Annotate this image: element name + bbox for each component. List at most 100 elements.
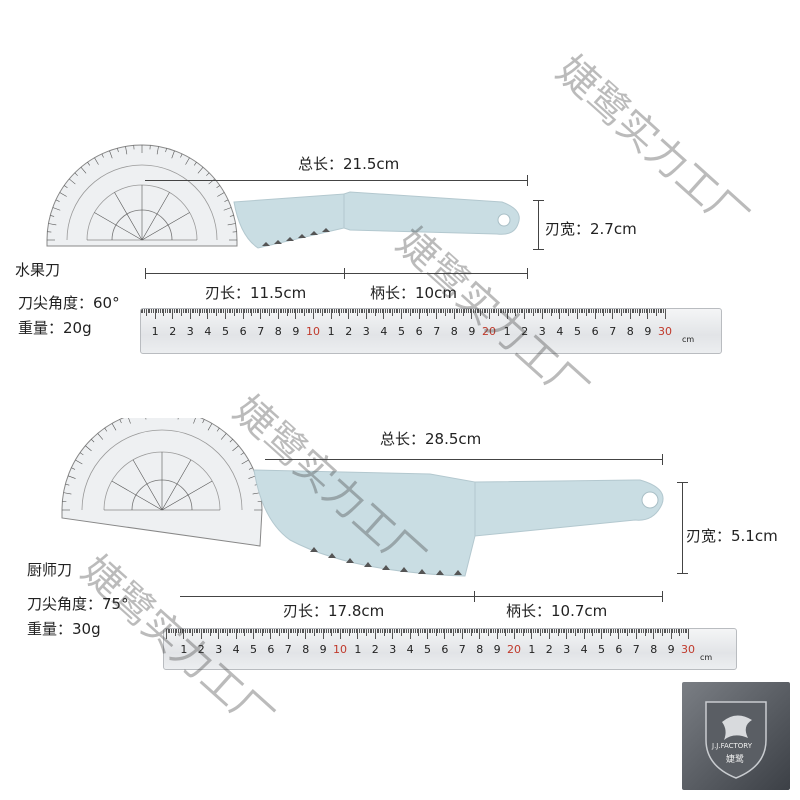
ruler-tick: [151, 309, 153, 313]
protractor-tick: [79, 452, 84, 456]
ruler-tick: [575, 309, 577, 313]
ruler-tick: [440, 629, 442, 633]
ruler-tick: [288, 309, 290, 313]
ruler-tick: [635, 629, 637, 639]
ruler-tick: [469, 309, 471, 313]
protractor-ray: [132, 459, 163, 511]
protractor-tick: [216, 427, 220, 432]
ruler-tick: [297, 309, 299, 313]
ruler-tick: [336, 629, 338, 633]
ruler-label: 7: [632, 643, 640, 656]
ruler-tick: [272, 309, 274, 313]
ruler-tick: [166, 309, 168, 313]
ruler-tick: [568, 309, 570, 316]
ruler-tick: [569, 309, 571, 313]
ruler-tick: [294, 629, 296, 633]
ruler-tick: [414, 629, 416, 633]
ruler-tick: [235, 309, 237, 313]
ruler-label: 5: [222, 325, 229, 338]
ruler-tick: [228, 309, 230, 313]
shield-logo-icon: [705, 701, 767, 779]
ruler-tick: [258, 309, 260, 313]
ruler-label: 6: [591, 325, 599, 338]
ruler-label: 7: [257, 325, 265, 338]
ruler-tick: [533, 629, 535, 633]
ruler-tick: [492, 309, 494, 313]
ruler-tick: [447, 629, 449, 633]
ruler-tick: [623, 629, 625, 633]
ruler-tick: [435, 629, 437, 636]
ruler-tick: [156, 309, 158, 313]
ruler-tick: [513, 309, 515, 313]
protractor-tick: [145, 418, 147, 420]
ruler-tick: [385, 309, 387, 313]
ruler-tick: [293, 629, 295, 633]
ruler-tick: [567, 629, 569, 633]
ruler-tick: [275, 629, 277, 633]
protractor-tick: [229, 439, 233, 443]
ruler-tick: [159, 309, 161, 313]
ruler-tick: [540, 309, 542, 313]
protractor-tick: [206, 172, 210, 176]
ruler-tick: [423, 309, 425, 313]
ruler-tick: [170, 309, 172, 313]
ruler-tick: [404, 629, 406, 633]
ruler-tick: [141, 309, 142, 313]
ruler-tick: [380, 629, 382, 633]
ruler-tick: [663, 309, 665, 313]
ruler-tick: [199, 629, 201, 633]
ruler-tick: [574, 629, 576, 636]
ruler-tick: [230, 629, 232, 633]
ruler-tick: [357, 309, 358, 316]
ruler-tick: [172, 629, 174, 633]
ruler-tick: [306, 629, 308, 633]
ruler-tick: [555, 629, 557, 633]
ruler-tick: [498, 629, 500, 633]
ruler-tick: [353, 629, 355, 633]
ruler-tick: [639, 629, 641, 633]
ruler-tick: [656, 629, 658, 633]
ruler-tick: [484, 629, 486, 633]
ruler-tick: [149, 309, 151, 313]
ruler-tick: [533, 309, 534, 316]
ruler-tick: [240, 309, 242, 313]
ruler-tick: [188, 309, 190, 313]
ruler-tick: [386, 309, 388, 313]
protractor-tick: [67, 475, 76, 479]
ruler-tick: [554, 309, 556, 313]
ruler-tick: [444, 629, 446, 639]
ruler-tick: [550, 629, 552, 633]
ruler-tick: [263, 629, 265, 633]
ruler-tick: [441, 309, 443, 313]
ruler-tick: [193, 629, 195, 633]
ruler-tick: [489, 309, 490, 319]
ruler-tick: [682, 629, 684, 633]
ruler-tick: [647, 309, 649, 319]
ruler-tick: [346, 629, 348, 633]
ruler-tick: [369, 629, 371, 633]
ruler-tick: [529, 309, 531, 313]
protractor-tick: [207, 423, 213, 431]
ruler-tick: [608, 309, 610, 313]
ruler-tick: [395, 629, 397, 633]
protractor-tick: [216, 185, 220, 189]
ruler-tick: [451, 629, 453, 633]
ruler-tick: [240, 629, 242, 633]
ruler-tick: [439, 629, 441, 633]
ruler-top-ticks: [141, 309, 721, 321]
ruler-tick: [425, 629, 427, 633]
protractor-tick: [109, 150, 113, 159]
ruler-tick: [335, 309, 337, 313]
ruler-tick: [286, 629, 288, 633]
ruler-label: 8: [476, 643, 484, 656]
ruler-tick: [596, 309, 598, 313]
ruler-tick: [367, 629, 369, 633]
ruler-tick: [304, 309, 306, 316]
ruler-tick: [254, 309, 256, 313]
ruler-tick: [529, 629, 531, 633]
ruler-tick: [471, 309, 473, 319]
ruler-tick: [559, 629, 561, 633]
ruler-tick: [494, 629, 496, 633]
ruler-tick: [385, 629, 387, 633]
ruler-tick: [249, 629, 251, 633]
